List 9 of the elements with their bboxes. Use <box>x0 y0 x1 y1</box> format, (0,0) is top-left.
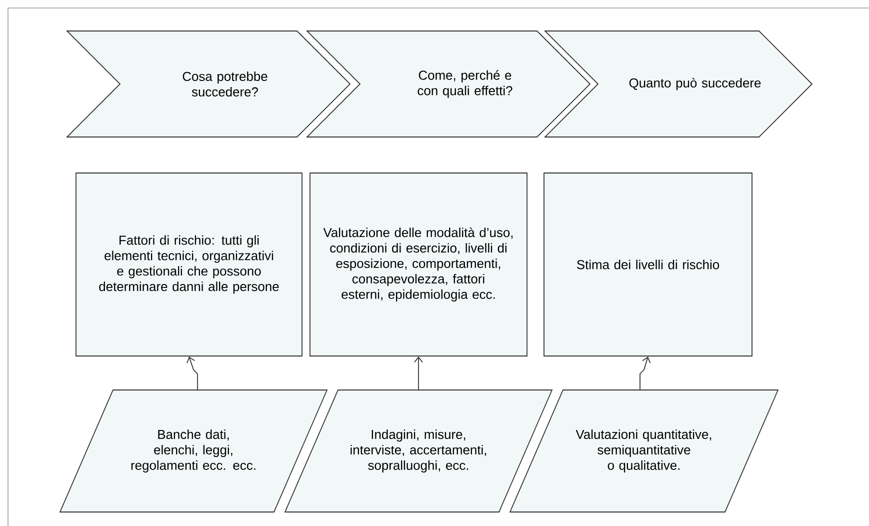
process-box: Fattori di rischio: tutti gli elementi tecnici, organizzativi e gestionali che possono determinare danni alle persone <box>76 172 302 356</box>
chevron-step: Come, perché e con quali effetti? <box>306 30 591 138</box>
arrow <box>186 356 198 390</box>
chevron-step: Quanto può succedere <box>544 30 813 138</box>
process-box: Stima dei livelli di rischio <box>544 172 752 356</box>
process-box: Valutazione delle modalità d’uso, condizioni di esercizio, livelli di esposizione, comportamenti, consapevolezza, fattori esterni, epidemiologia ecc. <box>310 172 528 356</box>
arrow <box>414 356 423 390</box>
chevron-step: Cosa potrebbe succedere? <box>66 30 351 138</box>
arrow <box>640 356 651 390</box>
